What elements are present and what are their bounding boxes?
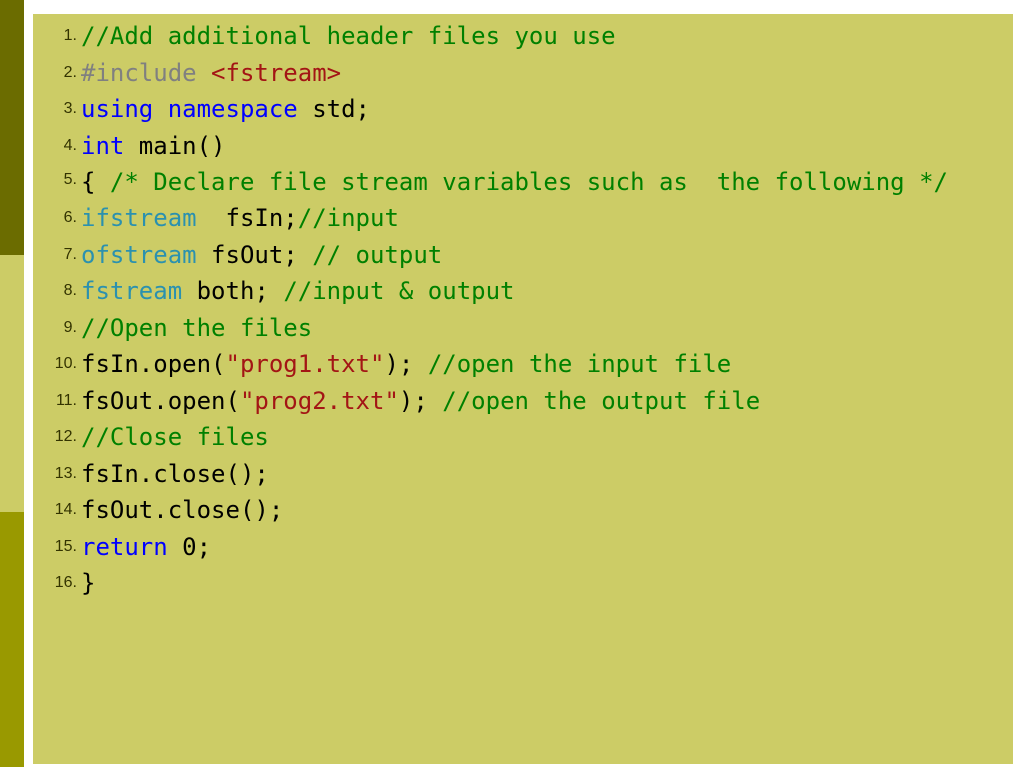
code-line: 16.}: [33, 565, 1013, 602]
line-number: 6.: [63, 209, 77, 226]
code-token: using: [81, 95, 154, 123]
code-token: );: [384, 350, 428, 378]
code-token: fstream: [81, 277, 183, 305]
code-token: main(): [124, 131, 226, 160]
line-number: 12.: [54, 428, 77, 445]
accent-bar-middle: [0, 255, 24, 512]
line-number: 4.: [63, 136, 77, 154]
code-token: <fstream>: [211, 58, 342, 87]
code-line: 4.int main(): [33, 128, 1013, 165]
line-number: 1.: [63, 27, 77, 44]
line-number: 14.: [54, 501, 77, 518]
line-number: 16.: [54, 574, 77, 591]
code-token: fsIn.open(: [81, 350, 226, 378]
code-token: fsOut.open(: [81, 386, 240, 415]
accent-bar-bottom: [0, 512, 24, 767]
code-token: ofstream: [81, 240, 197, 269]
code-token: // output: [312, 240, 443, 269]
code-token: }: [81, 569, 96, 597]
line-number: 11.: [55, 391, 77, 409]
code-token: fsIn.close();: [81, 459, 269, 488]
code-line: 2.#include <fstream>: [33, 55, 1013, 92]
code-token: fsOut.close();: [81, 496, 284, 524]
line-number: 10.: [54, 355, 77, 372]
code-line: 3.using namespace std;: [33, 91, 1013, 128]
code-token: 0;: [167, 532, 212, 561]
code-token: {: [81, 168, 110, 196]
code-token: both;: [182, 277, 284, 305]
code-token: "prog2.txt": [239, 386, 399, 415]
code-line: 9.//Open the files: [33, 310, 1013, 347]
code-token: //open the input file: [427, 350, 732, 378]
code-line: 7.ofstream fsOut; // output: [33, 237, 1013, 274]
code-token: fsOut;: [196, 240, 313, 269]
code-token: fsIn;: [196, 204, 298, 232]
line-number: 8.: [63, 282, 77, 299]
line-number: 15.: [54, 537, 77, 555]
code-token: int: [81, 131, 125, 160]
code-token: ifstream: [81, 204, 197, 232]
line-number: 2.: [63, 63, 77, 81]
code-line: 15.return 0;: [33, 529, 1013, 566]
code-token: );: [398, 386, 443, 415]
accent-bar-top: [0, 0, 24, 255]
code-line: 13.fsIn.close();: [33, 456, 1013, 493]
code-token: //open the output file: [442, 386, 761, 415]
code-token: namespace: [167, 95, 298, 123]
code-token: //input & output: [283, 277, 515, 305]
code-token: //input: [297, 204, 399, 232]
line-number: 3.: [63, 100, 77, 117]
code-line: 6.ifstream fsIn;//input: [33, 200, 1013, 237]
line-number: 7.: [63, 245, 77, 263]
code-token: /* Declare file stream variables such as…: [109, 168, 948, 196]
code-line: 5.{ /* Declare file stream variables suc…: [33, 164, 1013, 200]
code-line: 14.fsOut.close();: [33, 492, 1013, 529]
code-token: #include: [81, 58, 212, 87]
code-line: 12.//Close files: [33, 419, 1013, 456]
code-line: 8.fstream both; //input & output: [33, 273, 1013, 310]
code-token: std;: [297, 95, 370, 123]
line-number: 5.: [63, 171, 77, 188]
code-line: 10.fsIn.open("prog1.txt"); //open the in…: [33, 346, 1013, 383]
line-number: 13.: [54, 464, 77, 482]
code-token: "prog1.txt": [225, 350, 385, 378]
code-token: //Close files: [81, 423, 269, 451]
code-token: //Add additional header files you use: [81, 22, 616, 50]
code-token: //Open the files: [81, 313, 313, 342]
code-token: return: [81, 532, 168, 561]
code-line: 11.fsOut.open("prog2.txt"); //open the o…: [33, 383, 1013, 420]
code-line: 1.//Add additional header files you use: [33, 18, 1013, 55]
line-number: 9.: [63, 318, 77, 336]
code-token: [153, 95, 167, 123]
